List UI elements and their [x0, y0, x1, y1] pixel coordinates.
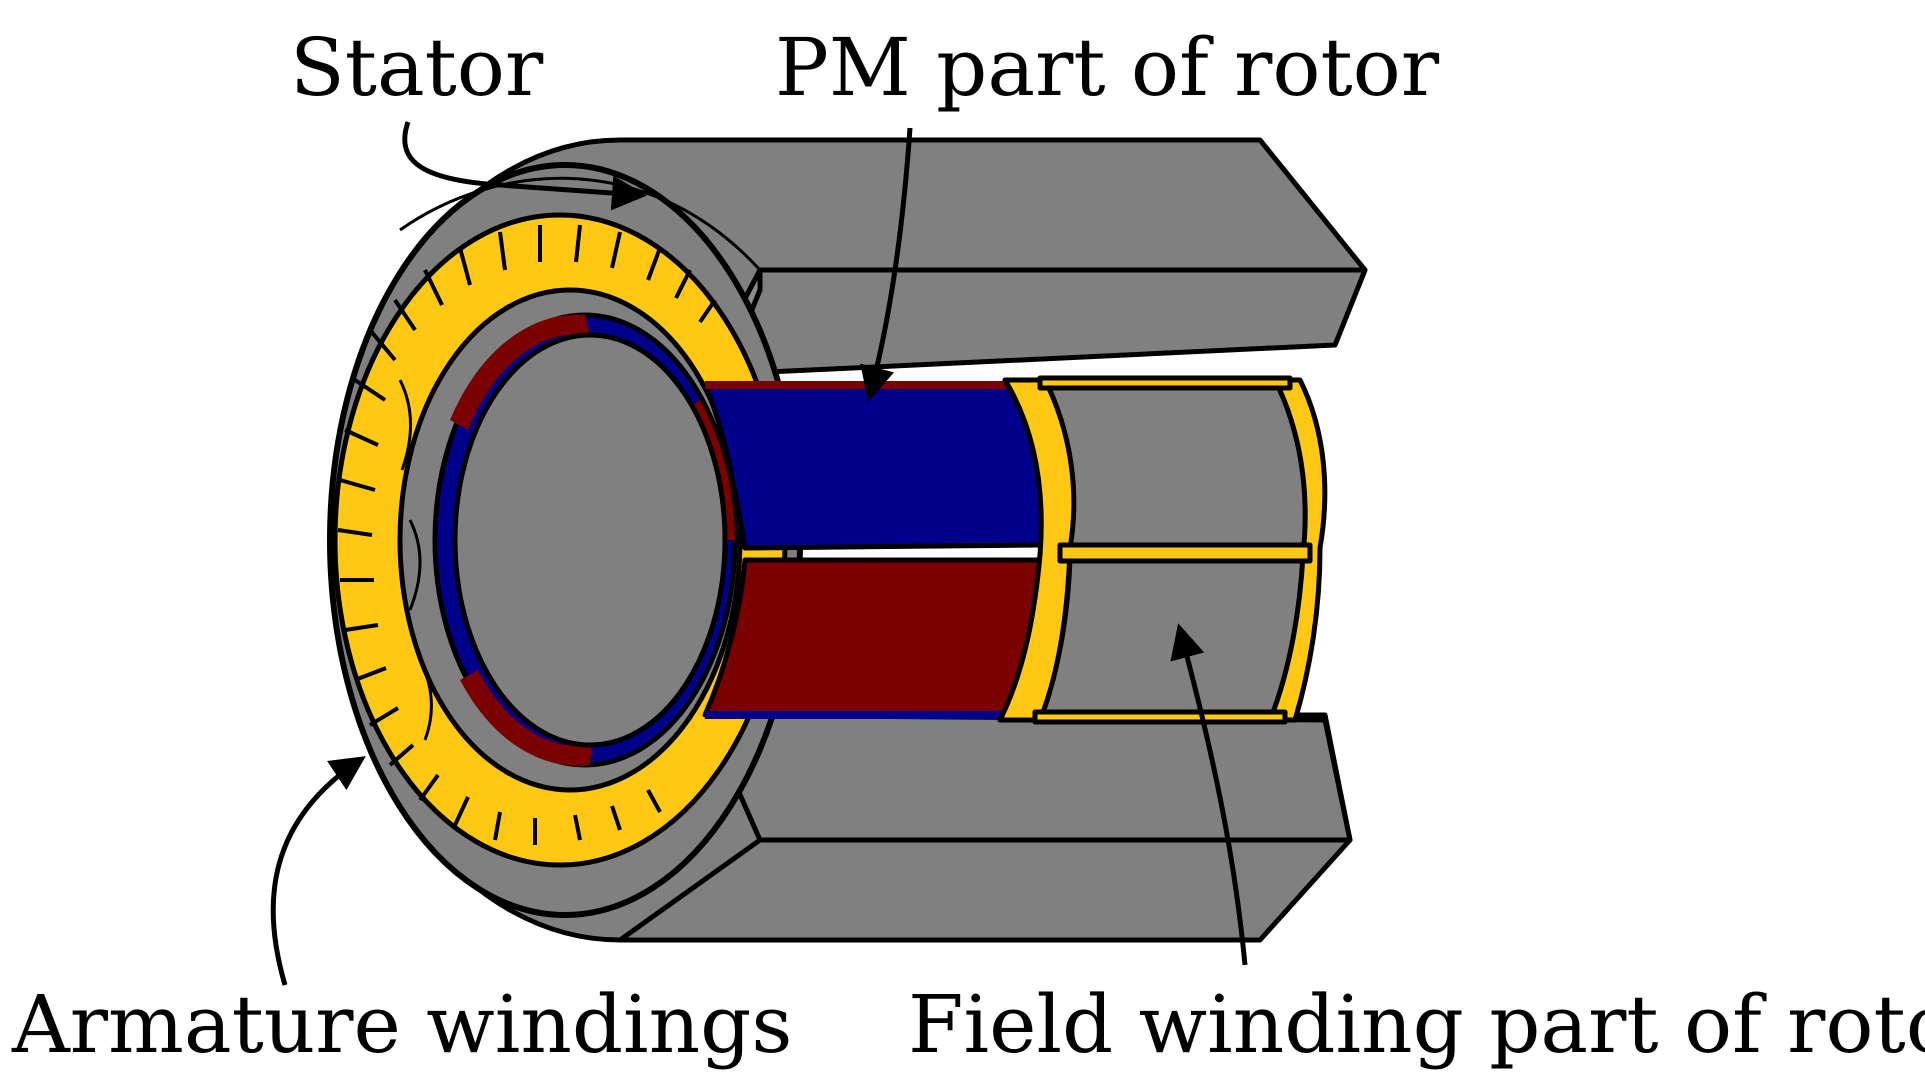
annotation-arrows	[270, 121, 1248, 986]
field-segment-bottom	[1037, 557, 1308, 718]
field-coil-right	[1267, 377, 1328, 723]
field-segment-top	[1042, 382, 1313, 551]
pm-red-magnet	[702, 557, 1043, 718]
field-coil-bottom-edge	[1032, 709, 1288, 725]
rotor-rim-red-top	[450, 314, 590, 430]
stator-bottom-edge	[618, 837, 762, 943]
pm-part-label: PM part of rotor	[775, 21, 1440, 114]
pm-blue-magnet	[702, 382, 1048, 551]
rotor-end	[432, 312, 738, 768]
field-winding-section	[997, 375, 1328, 725]
arrow-icon	[402, 121, 647, 211]
stator-bottom-slab	[702, 712, 1353, 843]
stator-face-rim	[399, 176, 762, 272]
rotor-shaft-face	[452, 332, 728, 748]
field-winding-part-label: Field winding part of rotor	[908, 978, 1925, 1071]
armature-windings-label: Armature windings	[12, 978, 793, 1071]
winding-texture	[337, 224, 717, 845]
pm-rotor-section	[702, 381, 1048, 719]
arrow-icon	[1170, 623, 1248, 966]
field-coil-middle	[1057, 542, 1313, 564]
arrow-icon	[270, 756, 366, 986]
rotor-rim-red-bottom	[460, 670, 592, 766]
stator-top-slab	[702, 267, 1368, 378]
stator-label: Stator	[290, 21, 544, 114]
arrow-icon	[860, 127, 913, 402]
field-coil-top-edge	[1037, 375, 1293, 391]
